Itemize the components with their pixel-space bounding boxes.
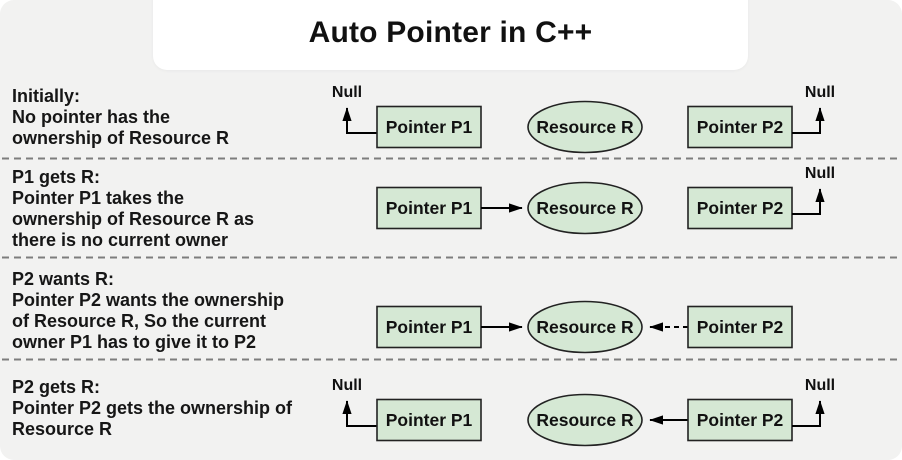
row3-description: P2 wants R: Pointer P2 wants the ownersh… (12, 269, 342, 353)
row2-null-label-right: Null (805, 165, 835, 182)
row1-pointer-p2-box (687, 105, 793, 149)
row4-line: Pointer P2 gets the ownership of (12, 398, 293, 418)
row3-line: owner P1 has to give it to P2 (12, 332, 257, 352)
row2-pointer-p2-box (687, 186, 793, 230)
row1-pointer-p1-label: Pointer P1 (386, 117, 473, 137)
row4-resource-label: Resource R (536, 410, 634, 430)
row1-resource-label: Resource R (536, 117, 634, 137)
row1-null-label-left: Null (332, 84, 362, 101)
row2-pointer-p2-label: Pointer P2 (697, 198, 784, 218)
row1-line: ownership of Resource R (12, 128, 230, 148)
row1-resource-ellipse (527, 100, 643, 154)
row3-line: Pointer P2 wants the ownership (12, 290, 285, 310)
row4-p1-null-arrow (342, 400, 377, 427)
row3-resource-ellipse (527, 300, 643, 354)
row4-pointer-p1-label: Pointer P1 (386, 410, 473, 430)
row4-pointer-p2-label: Pointer P2 (697, 410, 784, 430)
row4-line: Resource R (12, 419, 113, 439)
row1-pointer-p1-box (376, 105, 482, 149)
page-title: Auto Pointer in C++ (308, 16, 593, 49)
row3-heading: P2 wants R: (12, 269, 115, 289)
row1-null-label-right: Null (805, 84, 835, 101)
row1-p2-null-arrow (792, 107, 825, 134)
row2-resource-label: Resource R (536, 198, 634, 218)
row3-pointer-p2-label: Pointer P2 (697, 317, 784, 337)
row1-description: Initially: No pointer has the ownership … (12, 86, 342, 149)
row4-p2-null-arrow (792, 400, 825, 427)
row3-line: of Resource R, So the current (12, 311, 267, 331)
row4-description: P2 gets R: Pointer P2 gets the ownership… (12, 377, 342, 440)
row1-p1-null-arrow (342, 107, 377, 134)
row4-pointer-p1-box (376, 398, 482, 442)
row1-pointer-p2-label: Pointer P2 (697, 117, 784, 137)
row2-heading: P1 gets R: (12, 167, 101, 187)
row3-resource-label: Resource R (536, 317, 634, 337)
row1-heading: Initially: (12, 86, 81, 106)
row2-line: there is no current owner (12, 230, 229, 250)
row4-null-label-right: Null (805, 377, 835, 394)
row2-line: Pointer P1 takes the (12, 188, 185, 208)
row4-null-label-left: Null (332, 377, 362, 394)
row4-resource-ellipse (527, 393, 643, 447)
row2-pointer-p1-label: Pointer P1 (386, 198, 473, 218)
title-card: Auto Pointer in C++ (153, 0, 748, 70)
row4-heading: P2 gets R: (12, 377, 101, 397)
row4-pointer-p2-box (687, 398, 793, 442)
row1-line: No pointer has the (12, 107, 171, 127)
row2-p2-null-arrow (792, 188, 825, 215)
row2-resource-ellipse (527, 181, 643, 235)
row2-description: P1 gets R: Pointer P1 takes the ownershi… (12, 167, 342, 251)
row3-pointer-p2-box (687, 305, 793, 349)
row2-line: ownership of Resource R as (12, 209, 255, 229)
row3-pointer-p1-label: Pointer P1 (386, 317, 473, 337)
